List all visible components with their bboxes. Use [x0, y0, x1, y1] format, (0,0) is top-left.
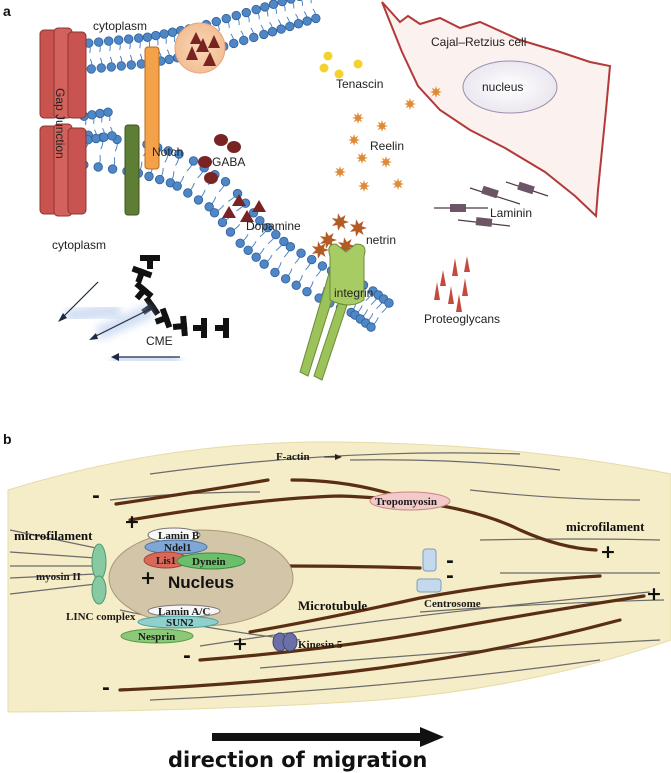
- plus-sign: +: [600, 541, 616, 563]
- kinesin-label: Kinesin 5: [298, 639, 343, 651]
- gaba-label: GABA: [212, 155, 245, 169]
- cytoplasm-top-label: cytoplasm: [93, 19, 147, 33]
- cme-label: CME: [146, 334, 173, 348]
- cytoplasm-left-label: cytoplasm: [52, 238, 106, 252]
- microfilament-left-label: microfilament: [14, 528, 93, 543]
- myosin-ii: [91, 543, 107, 581]
- plus-sign: +: [124, 511, 140, 533]
- centrosome-upper: [422, 548, 437, 572]
- netrin-label: netrin: [366, 233, 396, 247]
- tenascin-molecules: Tenascin: [319, 51, 383, 91]
- cajal-nucleus: [462, 60, 558, 114]
- plus-sign: +: [140, 567, 156, 589]
- netrin-molecules: netrin: [311, 213, 396, 259]
- cajal-nucleus-label: nucleus: [482, 80, 523, 94]
- lamin-ac-label: Lamin A/C: [158, 606, 210, 618]
- gap-junction-label: Gap Junction: [53, 88, 67, 159]
- panel-a-letter: a: [3, 3, 11, 19]
- f-actin-label: F-actin: [276, 451, 310, 463]
- endocytosis-arrows: [58, 281, 181, 366]
- centrosome-lower: [416, 578, 442, 593]
- gap-junction: Gap Junction: [39, 27, 87, 217]
- lis1-label: Lis1: [156, 555, 176, 567]
- migrating-cell: [7, 441, 671, 713]
- dopamine-molecules: Dopamine: [222, 194, 301, 233]
- microfilament-right-label: microfilament: [566, 519, 645, 534]
- proteoglycan-molecules: Proteoglycans: [424, 256, 500, 326]
- microtubule-label: Microtubule: [298, 598, 367, 613]
- synaptic-vesicle: [174, 22, 226, 74]
- notch-label: Notch: [152, 145, 183, 159]
- lipid-bilayer: [84, 0, 321, 74]
- laminin-molecules: Laminin: [434, 181, 549, 227]
- integrin-label: integrin: [334, 286, 373, 300]
- minus-sign: -: [102, 677, 110, 699]
- centrosome-label: Centrosome: [424, 598, 481, 610]
- myosin-ii-lower: [91, 575, 107, 605]
- myosin-label: myosin II: [36, 571, 81, 583]
- kinesin-5-b: [282, 632, 298, 652]
- plus-sign: +: [232, 633, 248, 655]
- plus-sign: +: [646, 583, 662, 605]
- minus-sign: -: [183, 645, 191, 667]
- nucleus-complex: Lamin B Ndel1 Lis1 Dynein Nucleus Lamin …: [108, 527, 294, 644]
- nesprin-label: Nesprin: [138, 631, 175, 643]
- laminin-label: Laminin: [490, 206, 532, 220]
- direction-label: direction of migration: [168, 748, 427, 772]
- reelin-molecules: Reelin: [334, 86, 442, 192]
- tropomyosin-label: Tropomyosin: [375, 496, 437, 508]
- nucleus-label: Nucleus: [168, 573, 234, 592]
- panel-b: b: [3, 431, 671, 713]
- integrin-receptor: integrin: [299, 243, 373, 381]
- dynein-label: Dynein: [192, 556, 226, 568]
- tropomyosin: [369, 491, 451, 511]
- minus-sign: -: [446, 565, 454, 587]
- linc-label: LINC complex: [66, 611, 136, 623]
- panel-a: a Cajal–Retzius cell nucleus Gap Junctio…: [3, 0, 612, 381]
- minus-sign: -: [446, 550, 454, 572]
- dopamine-label: Dopamine: [246, 219, 301, 233]
- sun2-label: SUN2: [166, 617, 194, 629]
- reelin-label: Reelin: [370, 139, 404, 153]
- cajal-retzius-cell: Cajal–Retzius cell nucleus: [381, 1, 612, 219]
- ndel1-label: Ndel1: [164, 542, 192, 554]
- proteoglycans-label: Proteoglycans: [424, 312, 500, 326]
- notch-receptor: Notch: [124, 46, 183, 216]
- tenascin-label: Tenascin: [336, 77, 383, 91]
- lamin-b-label: Lamin B: [158, 530, 200, 542]
- panel-b-letter: b: [3, 431, 12, 447]
- cajal-cell-label: Cajal–Retzius cell: [431, 35, 526, 49]
- clathrin-coat: CME: [131, 255, 229, 348]
- migration-direction: direction of migration: [168, 727, 444, 772]
- minus-sign: -: [92, 485, 100, 507]
- gaba-molecules: GABA: [198, 134, 245, 184]
